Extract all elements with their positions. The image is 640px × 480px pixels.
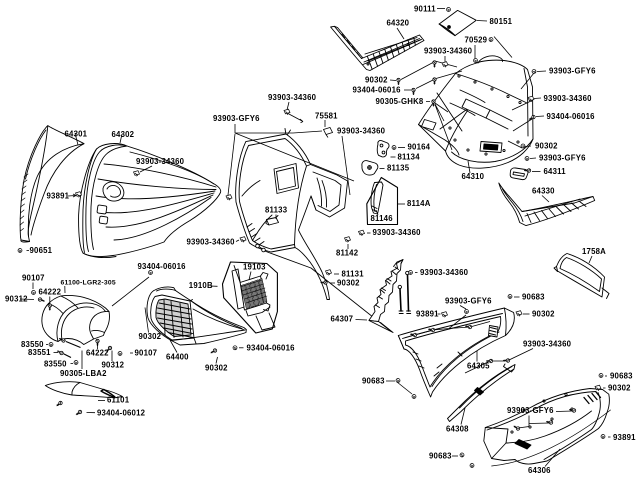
svg-text:93903-GFY6: 93903-GFY6 [213, 114, 260, 123]
svg-text:90107: 90107 [22, 274, 45, 283]
svg-text:1758A: 1758A [582, 247, 606, 256]
svg-text:93903-34360: 93903-34360 [523, 340, 572, 349]
svg-text:81133: 81133 [265, 206, 288, 215]
svg-text:93903-GFY6: 93903-GFY6 [445, 297, 492, 306]
svg-text:90302: 90302 [205, 364, 228, 373]
svg-text:61100-LGR2-305: 61100-LGR2-305 [61, 280, 116, 287]
svg-text:93404-06016: 93404-06016 [138, 262, 187, 271]
svg-text:93903-34360: 93903-34360 [337, 127, 386, 136]
svg-text:90164: 90164 [408, 142, 431, 151]
svg-text:90683: 90683 [362, 376, 385, 385]
svg-text:81131: 81131 [342, 270, 365, 279]
svg-text:64307: 64307 [331, 315, 354, 324]
svg-text:93903-34360: 93903-34360 [268, 93, 317, 102]
svg-text:75581: 75581 [315, 112, 338, 121]
svg-text:81134: 81134 [398, 153, 421, 162]
svg-text:81142: 81142 [336, 249, 359, 258]
svg-text:61101: 61101 [107, 396, 130, 405]
svg-text:93404-06016: 93404-06016 [547, 112, 596, 121]
svg-text:64320: 64320 [387, 19, 410, 28]
svg-text:8114A: 8114A [407, 199, 431, 208]
svg-text:64222: 64222 [39, 288, 62, 297]
svg-text:90312: 90312 [102, 361, 125, 370]
svg-text:90305-LBA2: 90305-LBA2 [60, 369, 107, 378]
svg-text:93891: 93891 [613, 433, 636, 442]
svg-text:90302: 90302 [608, 384, 631, 393]
svg-text:93903-34360: 93903-34360 [373, 228, 422, 237]
svg-text:93404-06016: 93404-06016 [353, 86, 402, 95]
svg-text:90305-GHK8: 90305-GHK8 [376, 97, 424, 106]
svg-text:64222: 64222 [86, 349, 109, 358]
svg-text:64311: 64311 [544, 167, 567, 176]
svg-text:90302: 90302 [532, 310, 555, 319]
svg-text:93903-34360: 93903-34360 [544, 94, 593, 103]
svg-text:93404-06016: 93404-06016 [247, 344, 296, 353]
svg-text:64306: 64306 [528, 466, 551, 475]
svg-text:90683: 90683 [429, 451, 452, 460]
svg-text:93891: 93891 [416, 310, 439, 319]
svg-text:93891: 93891 [47, 192, 70, 201]
svg-text:64302: 64302 [112, 130, 135, 139]
svg-text:90107: 90107 [135, 348, 158, 357]
svg-text:80151: 80151 [490, 17, 513, 26]
svg-text:81146: 81146 [371, 214, 394, 223]
svg-text:83550: 83550 [44, 360, 67, 369]
svg-text:70529: 70529 [465, 36, 488, 45]
svg-text:93903-34360: 93903-34360 [420, 268, 469, 277]
svg-text:64301: 64301 [65, 130, 88, 139]
svg-text:90302: 90302 [535, 142, 558, 151]
svg-text:64308: 64308 [446, 424, 469, 433]
svg-text:90302: 90302 [337, 279, 360, 288]
svg-text:90683: 90683 [610, 372, 633, 381]
svg-text:90312: 90312 [5, 295, 28, 304]
svg-text:93903-34360: 93903-34360 [187, 238, 236, 247]
svg-text:83550: 83550 [21, 340, 44, 349]
svg-text:1910B: 1910B [189, 281, 213, 290]
svg-text:83551: 83551 [28, 348, 51, 357]
svg-text:64400: 64400 [166, 353, 189, 362]
svg-text:90302: 90302 [365, 76, 388, 85]
svg-text:93903-GFY6: 93903-GFY6 [539, 154, 586, 163]
svg-text:64305: 64305 [467, 362, 490, 371]
svg-text:64310: 64310 [462, 172, 485, 181]
svg-text:93404-06012: 93404-06012 [97, 409, 146, 418]
svg-text:90683: 90683 [522, 293, 545, 302]
svg-text:90111: 90111 [414, 5, 436, 14]
svg-text:81135: 81135 [387, 164, 410, 173]
svg-text:90302: 90302 [139, 332, 162, 341]
svg-text:93903-GFY6: 93903-GFY6 [507, 406, 554, 415]
svg-text:93903-34360: 93903-34360 [136, 157, 185, 166]
svg-text:64330: 64330 [532, 187, 555, 196]
svg-text:93903-GFY6: 93903-GFY6 [549, 67, 596, 76]
svg-text:19103: 19103 [243, 263, 266, 272]
svg-text:93903-34360: 93903-34360 [424, 47, 473, 56]
svg-text:90651: 90651 [30, 246, 53, 255]
